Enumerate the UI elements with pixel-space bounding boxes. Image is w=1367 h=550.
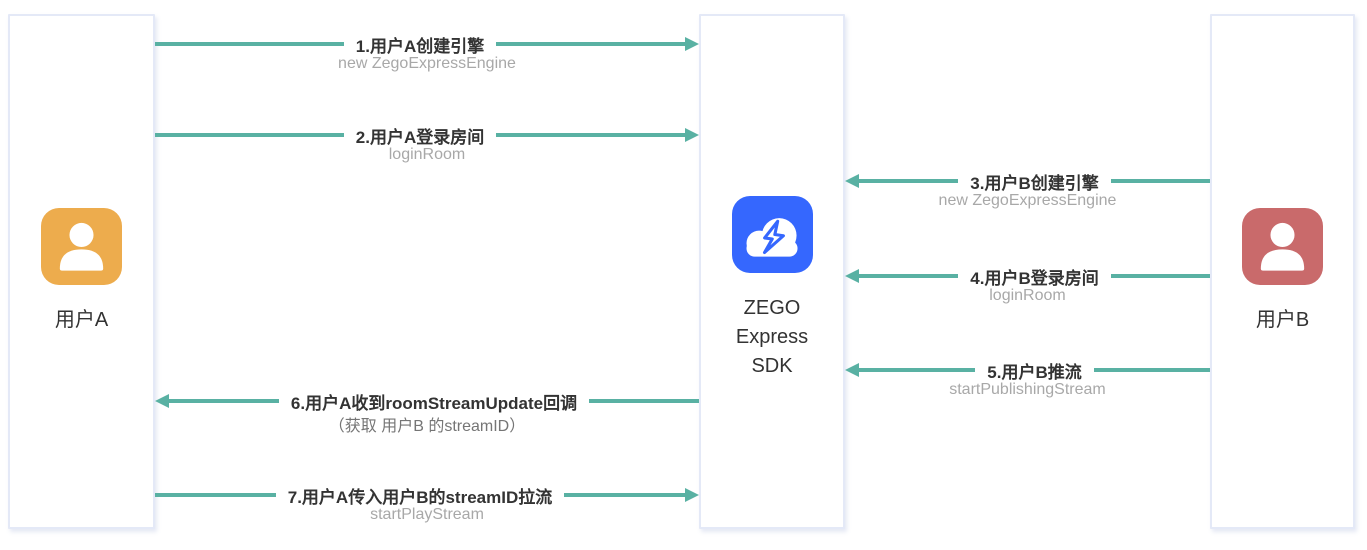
arrow-line-segment [1093,368,1210,372]
arrowhead-right-icon [685,37,699,51]
person-icon-glyph [59,222,104,271]
arrowhead-left-icon [845,174,859,188]
cloud-lightning-icon-glyph [746,218,798,257]
arrow-line-segment [564,493,685,497]
arrow-line-segment [155,42,344,46]
arrow-step-4-label: 4.用户B登录房间 [970,268,1099,288]
arrow-line-segment [1110,179,1210,183]
arrow-step-3-method: new ZegoExpressEngine [938,192,1117,209]
arrow-step-6-label: 6.用户A收到roomStreamUpdate回调 [290,393,578,413]
arrow-step-5-label: 5.用户B推流 [987,362,1082,382]
arrow-line-segment [496,133,685,137]
arrow-step-2: 2.用户A登录房间 loginRoom [155,122,699,163]
arrow-step-2-label: 2.用户A登录房间 [355,127,485,147]
arrow-step-1-label: 1.用户A创建引擎 [355,36,485,56]
arrow-step-6-note: （获取 用户B 的streamID） [328,418,526,435]
arrow-line-segment [859,368,976,372]
arrow-line-segment [155,133,344,137]
arrow-step-7: 7.用户A传入用户B的streamID拉流 startPlayStream [155,482,699,523]
arrow-step-5-method: startPublishingStream [949,381,1106,398]
arrow-line-segment [155,493,276,497]
user-a-person-icon [41,208,122,285]
lane-user-b: 用户B [1210,14,1355,529]
arrowhead-right-icon [685,128,699,142]
lane-zego-sdk-label: ZEGO Express SDK [735,297,809,377]
arrowhead-right-icon [685,488,699,502]
lane-user-a-label: 用户A [54,309,109,331]
arrow-step-3: 3.用户B创建引擎 new ZegoExpressEngine [845,168,1210,209]
arrow-line-segment [589,399,699,403]
lane-user-b-label: 用户B [1255,309,1310,331]
arrow-line-segment [859,179,959,183]
arrow-line-segment [169,399,279,403]
lane-zego-sdk: ZEGO Express SDK [699,14,845,529]
arrow-step-4-method: loginRoom [989,287,1066,304]
arrow-line-segment [496,42,685,46]
arrow-step-1-method: new ZegoExpressEngine [338,55,516,72]
arrow-step-7-method: startPlayStream [370,506,484,523]
arrowhead-left-icon [155,394,169,408]
arrow-line-segment [1110,274,1210,278]
arrow-step-3-label: 3.用户B创建引擎 [970,173,1099,193]
user-b-person-icon [1242,208,1323,285]
arrow-step-6: 6.用户A收到roomStreamUpdate回调 （获取 用户B 的strea… [155,388,699,435]
arrowhead-left-icon [845,363,859,377]
arrowhead-left-icon [845,269,859,283]
person-icon-glyph [1260,222,1305,271]
arrow-step-5: 5.用户B推流 startPublishingStream [845,357,1210,398]
cloud-lightning-icon [731,196,813,273]
arrow-step-4: 4.用户B登录房间 loginRoom [845,263,1210,304]
arrow-step-7-label: 7.用户A传入用户B的streamID拉流 [287,487,553,507]
lane-user-a: 用户A [8,14,155,529]
arrow-step-1: 1.用户A创建引擎 new ZegoExpressEngine [155,31,699,72]
arrow-step-2-method: loginRoom [388,146,466,163]
arrow-line-segment [859,274,959,278]
